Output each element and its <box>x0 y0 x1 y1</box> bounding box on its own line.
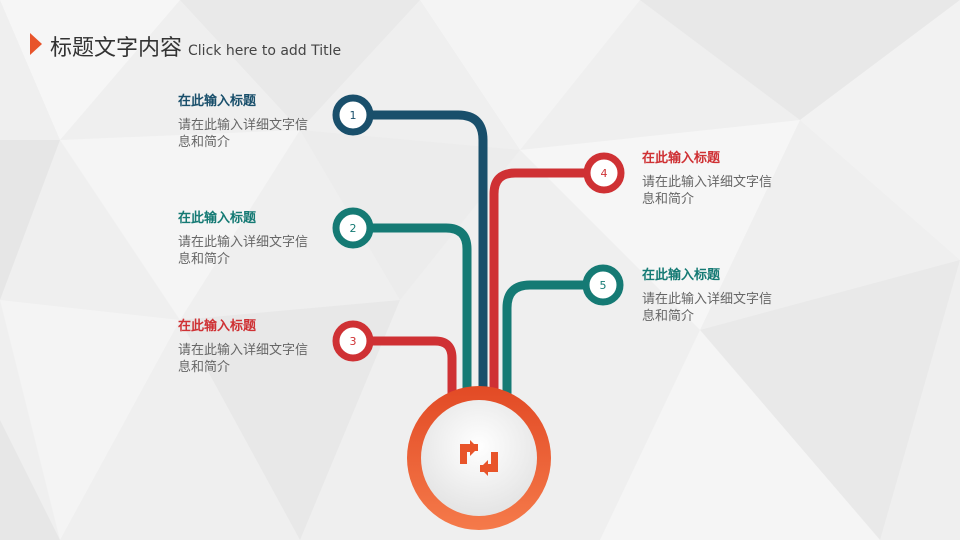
item-5-heading[interactable]: 在此输入标题 <box>642 268 721 283</box>
title-text: 标题文字内容 <box>50 36 183 61</box>
item-4-heading[interactable]: 在此输入标题 <box>642 151 721 166</box>
item-5: 在此输入标题 请在此输入详细文字信 息和简介 <box>642 264 792 325</box>
hub <box>407 386 551 530</box>
item-2-desc-line2: 息和简介 <box>178 252 231 267</box>
node-3: 3 <box>332 320 374 362</box>
connector-line-5 <box>502 280 583 400</box>
item-4: 在此输入标题 请在此输入详细文字信 息和简介 <box>642 147 792 208</box>
title-subtitle: Click here to add Title <box>188 43 342 59</box>
node-2: 2 <box>332 207 374 249</box>
node-4: 4 <box>583 152 625 194</box>
item-5-desc-line2: 息和简介 <box>642 309 695 324</box>
node-5-number: 5 <box>600 279 607 292</box>
node-2-number: 2 <box>350 222 357 235</box>
item-1-desc-line2: 息和简介 <box>178 135 231 150</box>
item-4-desc[interactable]: 请在此输入详细文字信 息和简介 <box>642 174 792 208</box>
node-1: 1 <box>332 94 374 136</box>
page-title: 标题文字内容 Click here to add Title <box>50 30 341 62</box>
repeat-icon <box>460 440 498 476</box>
item-1-heading[interactable]: 在此输入标题 <box>178 94 257 109</box>
connector-line-2 <box>373 223 472 400</box>
item-3-heading[interactable]: 在此输入标题 <box>178 319 257 334</box>
item-4-desc-line2: 息和简介 <box>642 192 695 207</box>
node-3-number: 3 <box>350 335 357 348</box>
item-4-desc-line1: 请在此输入详细文字信 <box>642 175 773 190</box>
node-4-number: 4 <box>601 167 608 180</box>
connector-line-1 <box>373 110 488 400</box>
item-5-desc[interactable]: 请在此输入详细文字信 息和简介 <box>642 291 792 325</box>
item-5-desc-line1: 请在此输入详细文字信 <box>642 292 773 307</box>
item-3-desc-line1: 请在此输入详细文字信 <box>178 343 309 358</box>
item-1-desc-line1: 请在此输入详细文字信 <box>178 118 309 133</box>
item-2-desc-line1: 请在此输入详细文字信 <box>178 235 309 250</box>
item-3-desc[interactable]: 请在此输入详细文字信 息和简介 <box>178 342 328 376</box>
item-3-desc-line2: 息和简介 <box>178 360 231 375</box>
item-1-desc[interactable]: 请在此输入详细文字信 息和简介 <box>178 117 328 151</box>
title-marker-icon <box>30 33 42 55</box>
item-1: 在此输入标题 请在此输入详细文字信 息和简介 <box>178 90 328 151</box>
node-5: 5 <box>582 264 624 306</box>
connector-line-3 <box>373 336 457 400</box>
item-2-heading[interactable]: 在此输入标题 <box>178 211 257 226</box>
item-2-desc[interactable]: 请在此输入详细文字信 息和简介 <box>178 234 328 268</box>
node-1-number: 1 <box>350 109 357 122</box>
item-2: 在此输入标题 请在此输入详细文字信 息和简介 <box>178 207 328 268</box>
connector-line-4 <box>489 168 585 400</box>
item-3: 在此输入标题 请在此输入详细文字信 息和简介 <box>178 315 328 376</box>
